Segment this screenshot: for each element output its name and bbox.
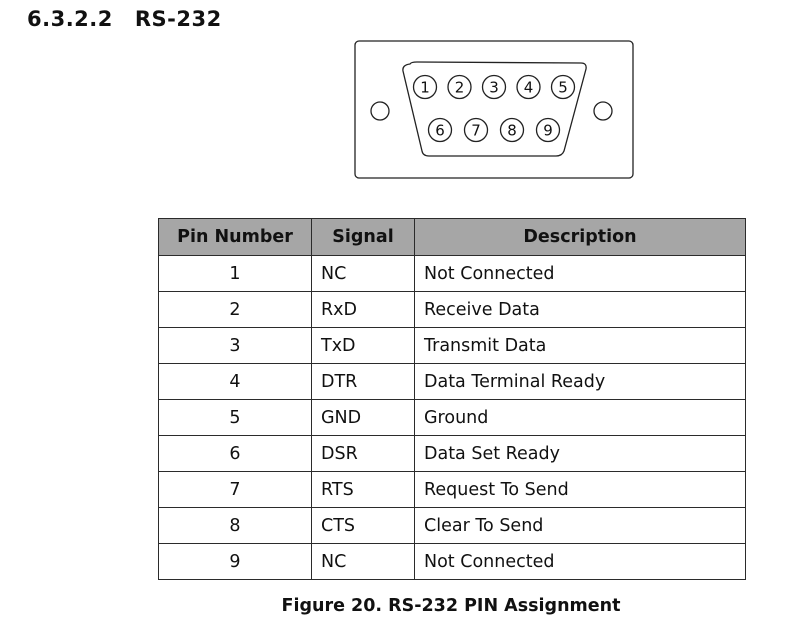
table-row: 6 DSR Data Set Ready xyxy=(158,435,746,472)
pin-circle xyxy=(447,74,472,100)
pin-3: 3 xyxy=(481,74,507,100)
pin-label: 6 xyxy=(435,122,445,140)
cell-description: Transmit Data xyxy=(414,327,746,364)
cell-signal: RxD xyxy=(311,291,415,328)
db9-connector-diagram: 1 2 3 4 5 6 7 8 9 xyxy=(354,40,634,179)
cell-description: Data Terminal Ready xyxy=(414,363,746,400)
table-row: 8 CTS Clear To Send xyxy=(158,507,746,544)
pin-9: 9 xyxy=(535,117,561,143)
table-row: 3 TxD Transmit Data xyxy=(158,327,746,364)
cell-description: Request To Send xyxy=(414,471,746,508)
header-description: Description xyxy=(414,218,746,256)
table-row: 4 DTR Data Terminal Ready xyxy=(158,363,746,400)
pin-circle xyxy=(427,117,453,143)
pin-8: 8 xyxy=(499,117,525,143)
header-pin-number: Pin Number xyxy=(158,218,312,256)
table-row: 1 NC Not Connected xyxy=(158,255,746,292)
cell-pin: 6 xyxy=(158,435,312,472)
cell-signal: DTR xyxy=(311,363,415,400)
cell-signal: CTS xyxy=(311,507,415,544)
table-row: 2 RxD Receive Data xyxy=(158,291,746,328)
cell-pin: 8 xyxy=(158,507,312,544)
cell-description: Receive Data xyxy=(414,291,746,328)
section-number: 6.3.2.2 xyxy=(27,7,113,31)
section-heading: 6.3.2.2 RS-232 xyxy=(27,7,222,31)
cell-signal: RTS xyxy=(311,471,415,508)
pin-2: 2 xyxy=(447,74,472,100)
pin-circle xyxy=(412,74,438,100)
table-row: 7 RTS Request To Send xyxy=(158,471,746,508)
pin-circle xyxy=(550,74,576,100)
cell-description: Not Connected xyxy=(414,255,746,292)
cell-signal: DSR xyxy=(311,435,415,472)
cell-description: Ground xyxy=(414,399,746,436)
cell-pin: 3 xyxy=(158,327,312,364)
cell-pin: 5 xyxy=(158,399,312,436)
cell-signal: NC xyxy=(311,255,415,292)
header-signal: Signal xyxy=(311,218,415,256)
figure-caption: Figure 20. RS-232 PIN Assignment xyxy=(281,596,621,616)
pin-circle xyxy=(481,74,507,100)
pin-circle xyxy=(499,117,525,143)
cell-pin: 2 xyxy=(158,291,312,328)
cell-description: Data Set Ready xyxy=(414,435,746,472)
pin-label: 4 xyxy=(524,79,534,97)
pin-1: 1 xyxy=(412,74,438,100)
cell-signal: TxD xyxy=(311,327,415,364)
cell-pin: 9 xyxy=(158,543,312,580)
pin-label: 3 xyxy=(489,79,499,97)
pin-circle xyxy=(463,117,489,143)
pin-label: 5 xyxy=(558,79,568,97)
cell-pin: 4 xyxy=(158,363,312,400)
pin-label: 1 xyxy=(420,79,430,97)
pin-circle xyxy=(516,74,541,100)
pin-circle xyxy=(535,117,561,143)
table-row: 5 GND Ground xyxy=(158,399,746,436)
cell-pin: 1 xyxy=(158,255,312,292)
cell-description: Not Connected xyxy=(414,543,746,580)
mounting-hole-right xyxy=(593,101,613,121)
section-title: RS-232 xyxy=(134,7,222,31)
pin-6: 6 xyxy=(427,117,453,143)
pin-4: 4 xyxy=(516,74,541,100)
pin-label: 8 xyxy=(507,122,517,140)
pin-label: 2 xyxy=(455,79,465,97)
cell-pin: 7 xyxy=(158,471,312,508)
pin-assignment-table: Pin Number Signal Description 1 NC Not C… xyxy=(158,218,746,580)
table-header-row: Pin Number Signal Description xyxy=(158,218,746,256)
cell-description: Clear To Send xyxy=(414,507,746,544)
pin-layer: 1 2 3 4 5 6 7 8 9 xyxy=(412,74,576,143)
pin-label: 7 xyxy=(471,122,481,140)
pin-label: 9 xyxy=(543,122,553,140)
table-row: 9 NC Not Connected xyxy=(158,543,746,580)
cell-signal: NC xyxy=(311,543,415,580)
pin-5: 5 xyxy=(550,74,576,100)
mounting-hole-left xyxy=(370,101,390,121)
cell-signal: GND xyxy=(311,399,415,436)
pin-7: 7 xyxy=(463,117,489,143)
